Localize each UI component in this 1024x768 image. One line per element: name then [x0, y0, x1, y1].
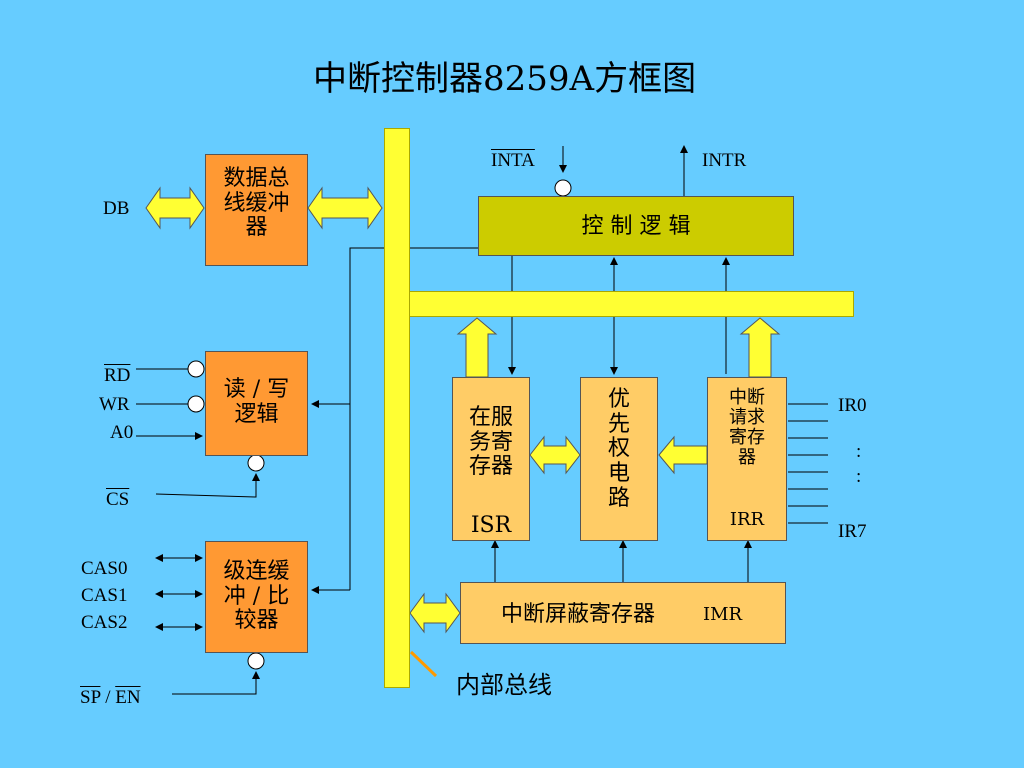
ir7-label: IR7: [838, 521, 867, 542]
a0-label: A0: [110, 422, 134, 443]
ir-dots-lower: :: [856, 466, 862, 487]
rw-logic-label: 读 / 写逻辑: [223, 377, 290, 427]
page-title: 中断控制器8259A方框图: [313, 59, 697, 99]
cas0-label: CAS0: [81, 558, 128, 579]
data-bus-buffer-label: 数据总线缓冲器: [223, 166, 290, 241]
rw-logic-block: 读 / 写逻辑: [205, 351, 308, 456]
priority-label: 优先权电路: [607, 387, 630, 511]
internal-bus-horizontal: [409, 291, 854, 317]
irr-up-arrow: [739, 317, 781, 378]
cascade-buffer-label: 级连缓冲 / 比较器: [223, 559, 290, 634]
en-label: EN: [115, 687, 141, 708]
cs-label: CS: [106, 489, 130, 510]
inta-label: INTA: [491, 150, 535, 171]
data-bus-buffer-block: 数据总线缓冲器: [205, 154, 308, 266]
sp-en-separator: /: [100, 687, 116, 708]
imr-bus-arrow: [409, 592, 461, 634]
db-label: DB: [103, 198, 130, 219]
cas1-label: CAS1: [81, 585, 128, 606]
db-bus-arrow: [145, 186, 205, 230]
irr-label: 中断请求寄存器: [729, 387, 765, 469]
ir0-label: IR0: [838, 395, 867, 416]
isr-label: 在服务寄存器: [468, 405, 513, 480]
irr-block: 中断请求寄存器 IRR: [707, 377, 787, 541]
isr-up-arrow: [456, 317, 498, 378]
isr-priority-arrow: [529, 435, 581, 475]
sp-label: SP: [80, 687, 101, 708]
irr-priority-arrow: [658, 435, 708, 475]
priority-block: 优先权电路: [580, 377, 658, 541]
irr-abbr: IRR: [729, 509, 765, 530]
cas2-label: CAS2: [81, 612, 128, 633]
imr-abbr: IMR: [703, 604, 743, 625]
control-logic-label: 控 制 逻 辑: [581, 214, 691, 239]
control-logic-block: 控 制 逻 辑: [478, 196, 794, 256]
sp-en-label: SP / EN: [80, 688, 141, 707]
intr-label: INTR: [702, 150, 747, 171]
wr-label: WR: [99, 394, 130, 415]
isr-abbr: ISR: [470, 513, 512, 538]
imr-label: 中断屏蔽寄存器: [501, 602, 656, 627]
internal-bus-label: 内部总线: [456, 671, 552, 699]
buffer-bus-arrow: [307, 186, 383, 230]
ir-dots-upper: :: [856, 441, 862, 462]
internal-bus-vertical: [384, 128, 410, 688]
isr-block: 在服务寄存器 ISR: [452, 377, 530, 541]
cascade-buffer-block: 级连缓冲 / 比较器: [205, 541, 308, 653]
rd-label: RD: [104, 365, 131, 386]
imr-block: 中断屏蔽寄存器 IMR: [460, 582, 786, 644]
